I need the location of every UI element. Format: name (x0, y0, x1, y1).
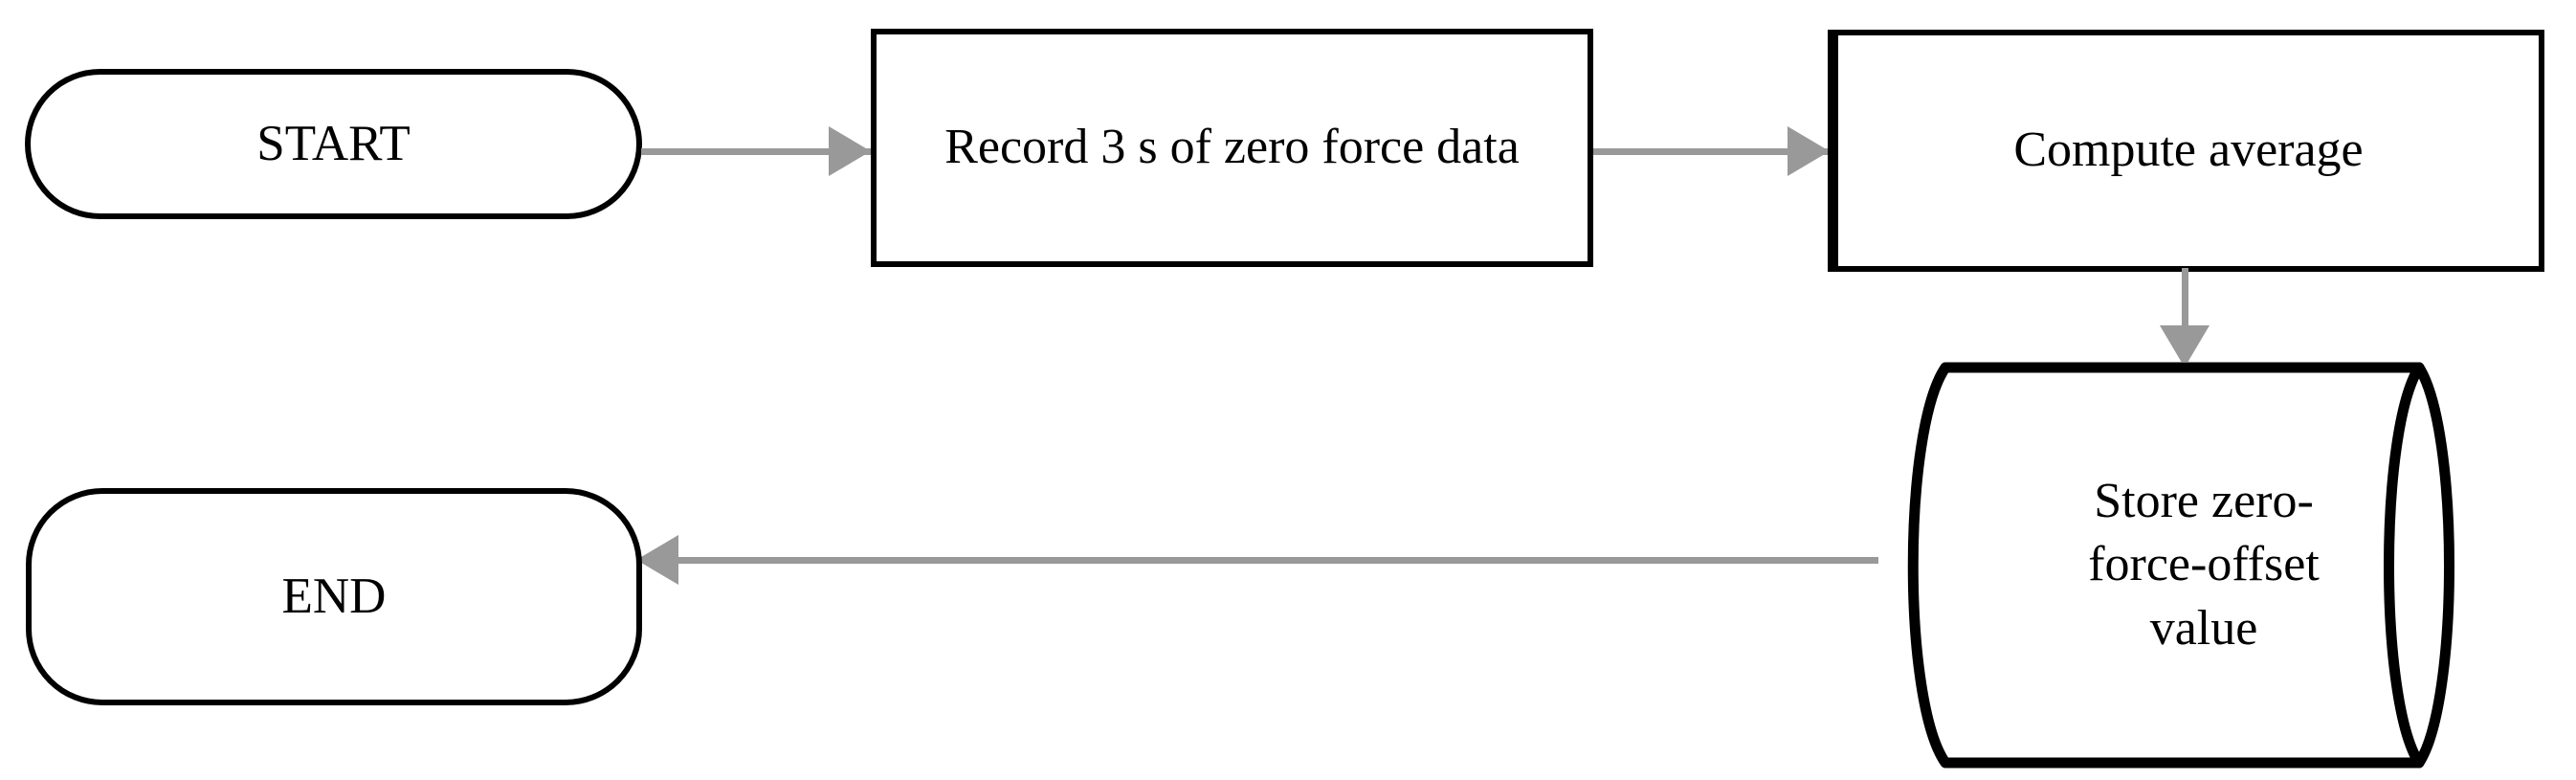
node-end[interactable]: END (26, 488, 642, 705)
node-compute-average[interactable]: Compute average (1828, 30, 2544, 272)
data-storage-shape-icon (1907, 362, 2454, 769)
node-compute-label: Compute average (2013, 123, 2364, 178)
node-start-label: START (256, 115, 411, 171)
connector-compute-to-store-line (2182, 268, 2188, 366)
node-store-text-wrap: Store zero-force-offset value (2046, 470, 2362, 661)
arrow-right-icon (829, 126, 871, 176)
arrow-right-icon (1788, 126, 1830, 176)
node-store-label: Store zero-force-offset value (2088, 473, 2320, 656)
node-end-label: END (281, 568, 387, 624)
node-store-offset[interactable]: Store zero-force-offset value (1874, 362, 2494, 769)
connector-start-to-record-line (641, 148, 873, 155)
node-record-label: Record 3 s of zero force data (944, 120, 1520, 175)
connector-record-to-compute-line (1593, 148, 1831, 155)
node-start[interactable]: START (25, 69, 642, 219)
arrow-down-icon (2160, 325, 2210, 368)
node-record-zero-force[interactable]: Record 3 s of zero force data (871, 29, 1593, 267)
arrow-left-icon (636, 535, 678, 585)
connector-store-to-end-line (675, 557, 1878, 564)
